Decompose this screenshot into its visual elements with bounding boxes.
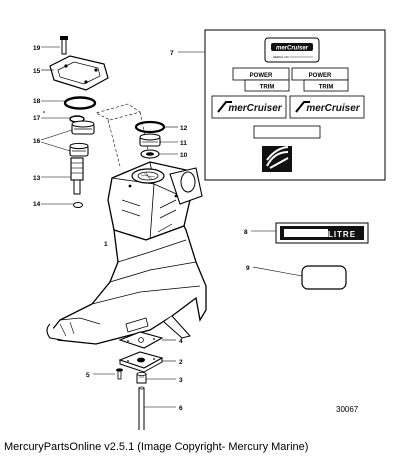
callout-10: 10 (180, 152, 188, 159)
litre-text: LITRE (328, 230, 356, 239)
serial-no-text: SERIAL NO. (273, 55, 290, 59)
part-4-plate[interactable] (118, 331, 164, 349)
callout-7: 7 (170, 50, 174, 57)
callout-1: 1 (104, 241, 108, 248)
part-8-litre-decal[interactable]: LITRE (275, 222, 369, 244)
part-18-o-ring[interactable] (63, 96, 97, 110)
callout-15: 15 (33, 68, 41, 75)
part-3-coupler[interactable] (136, 371, 147, 384)
part-7-decal-set[interactable]: merCruiser SERIAL NO. POWER TRIM POWER T… (204, 29, 386, 181)
part-19-bolt[interactable] (60, 36, 68, 55)
mercruiser-large-text-left: merCruiser (228, 103, 282, 114)
exploded-parts-diagram: 19 15 18 17 16 13 14 (33, 29, 386, 430)
callout-18: 18 (33, 98, 41, 105)
mercruiser-small-text: merCruiser (276, 46, 309, 52)
power-text-left: POWER (250, 73, 273, 79)
part-2-base[interactable] (118, 351, 164, 373)
part-12-o-ring[interactable] (134, 120, 166, 134)
callout-3: 3 (179, 377, 183, 384)
part-10-race[interactable] (140, 149, 160, 159)
callout-13: 13 (33, 175, 41, 182)
callout-4: 4 (179, 338, 183, 345)
part-11-bearing[interactable] (139, 133, 161, 147)
image-caption: MercuryPartsOnline v2.5.1 (Image Copyrig… (4, 441, 309, 453)
trim-text-right: TRIM (319, 85, 334, 91)
callout-17: 17 (33, 115, 41, 122)
mercury-logo-decal (262, 146, 292, 172)
power-trim-decal-left: POWER TRIM (232, 67, 290, 92)
callout-2: 2 (179, 359, 183, 366)
part-16-bearings[interactable] (69, 120, 95, 157)
part-14-o-ring[interactable] (73, 202, 83, 208)
mercruiser-serial-decal: merCruiser SERIAL NO. (264, 37, 320, 63)
callout-14: 14 (33, 201, 41, 208)
figure-number: 30067 (336, 405, 359, 414)
power-trim-decal-right: POWER TRIM (291, 67, 349, 92)
power-text-right: POWER (309, 73, 332, 79)
callout-5: 5 (86, 372, 90, 379)
mercruiser-decal-left: merCruiser (211, 95, 287, 119)
mercruiser-decal-right: merCruiser (289, 95, 365, 119)
callout-8: 8 (244, 229, 248, 236)
part-6-shaft[interactable] (138, 386, 145, 430)
gear-housing[interactable] (46, 161, 207, 345)
callout-11: 11 (180, 140, 187, 147)
callout-6: 6 (179, 405, 183, 412)
part-15-cover[interactable] (49, 55, 109, 91)
part-5-screw[interactable] (116, 368, 123, 380)
callout-9: 9 (246, 265, 250, 272)
mercruiser-large-text-right: merCruiser (306, 103, 360, 114)
part-13-shaft[interactable] (70, 157, 84, 195)
part-9-blank-decal[interactable] (301, 265, 347, 290)
trim-text-left: TRIM (260, 85, 275, 91)
blank-decal (253, 125, 321, 139)
callout-12: 12 (180, 125, 188, 132)
callout-16: 16 (33, 138, 41, 145)
callout-19: 19 (33, 45, 41, 52)
